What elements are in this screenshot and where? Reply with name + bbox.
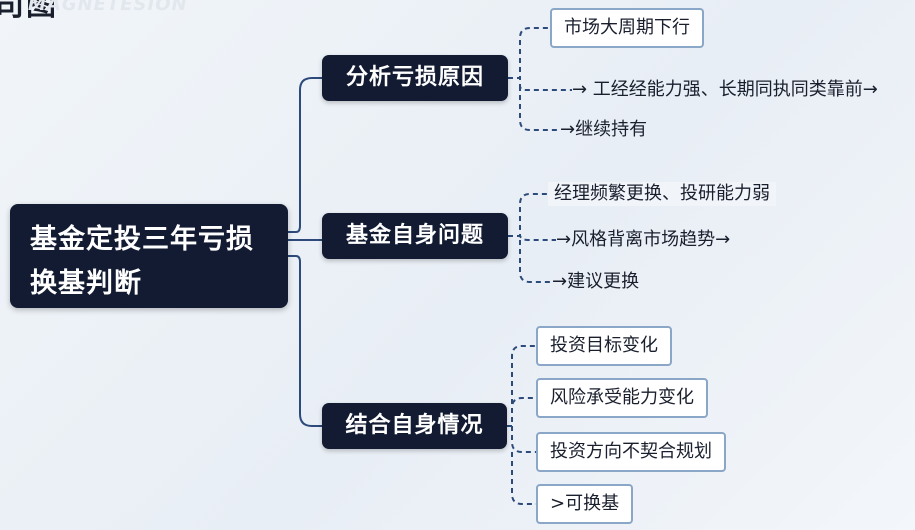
leaf-suggest-switch: →建议更换	[552, 271, 640, 292]
root-node: 基金定投三年亏损 换基判断	[10, 204, 288, 308]
branch-node-personal: 结合自身情况	[322, 403, 507, 449]
branch-3-connectors	[507, 345, 536, 505]
branch-node-fund-issues: 基金自身问题	[322, 213, 508, 259]
connector-b3-c3	[511, 426, 536, 453]
leaf-goal-change: 投资目标变化	[536, 326, 672, 366]
connector-b2-c2	[508, 235, 556, 241]
branch-node-analysis: 分析亏损原因	[322, 55, 508, 101]
leaf-manager-strong: → 工经经能力强、长期同执同类靠前→	[572, 79, 878, 100]
root-connectors	[288, 77, 322, 427]
connector-b3-c1	[507, 345, 536, 427]
leaf-style-drift: →风格背离市场趋势→	[556, 229, 731, 250]
root-label-line-2: 换基判断	[30, 268, 142, 299]
watermark-text: MAGNETESION	[28, 0, 188, 15]
connector-b2-c1	[508, 193, 548, 237]
branch-1-connectors	[508, 27, 572, 131]
connector-root-to-branch-3	[288, 255, 322, 427]
connector-b2-c3	[519, 240, 552, 283]
connector-root-to-branch-1	[288, 77, 322, 233]
leaf-risk-change: 风险承受能力变化	[536, 378, 708, 418]
leaf-direction-mismatch: 投资方向不契合规划	[536, 432, 726, 472]
branch-2-connectors	[508, 193, 556, 283]
page-title-fragment: 司图	[0, 0, 58, 23]
connector-b1-c3	[519, 86, 560, 131]
root-label-line-1: 基金定投三年亏损	[30, 224, 254, 255]
connector-b1-c1	[508, 27, 550, 79]
leaf-market-cycle: 市场大周期下行	[550, 8, 704, 48]
connector-b3-c2	[507, 397, 536, 427]
connector-b3-c4	[511, 452, 536, 505]
leaf-can-switch: >可换基	[536, 484, 634, 524]
leaf-keep-holding: →继续持有	[560, 119, 648, 140]
leaf-manager-changes: 经理频繁更换、投研能力弱	[548, 182, 776, 206]
connector-b1-c2	[508, 77, 572, 91]
